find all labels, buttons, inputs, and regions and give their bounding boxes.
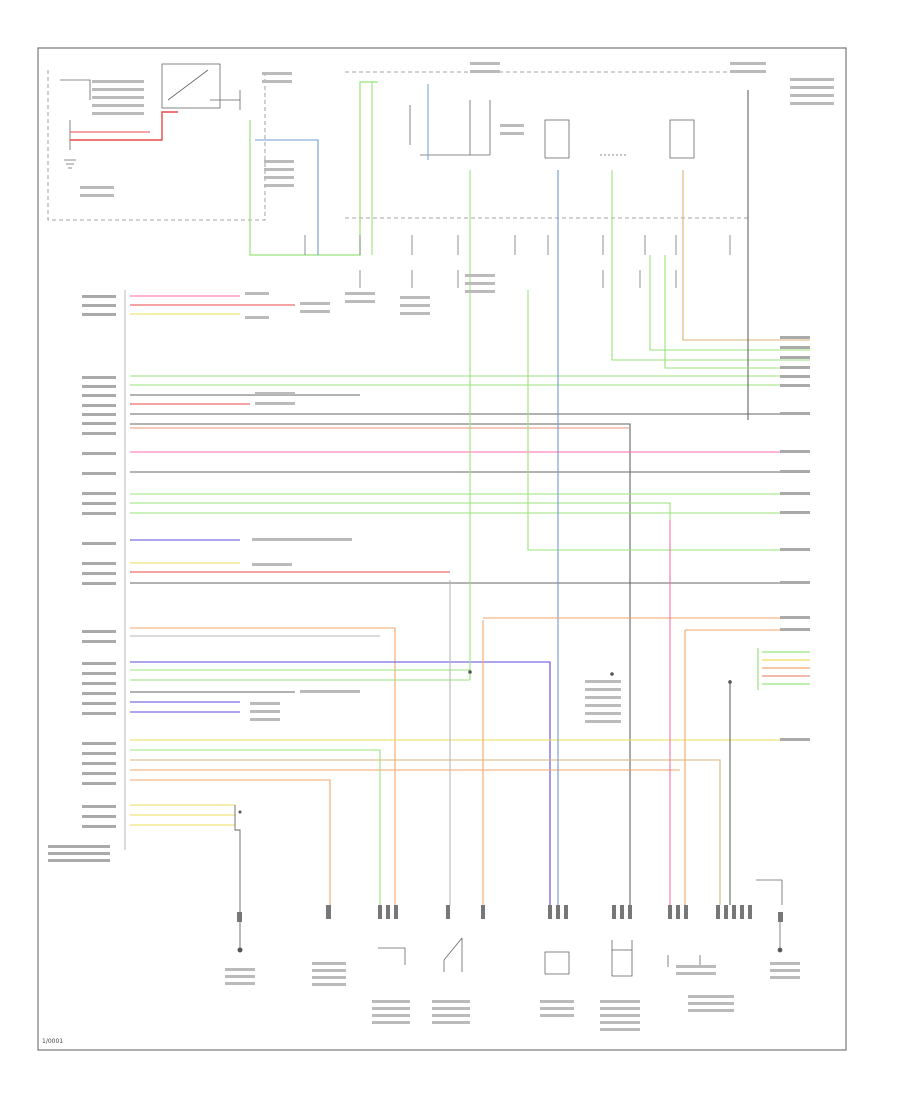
component-box-2 — [611, 949, 633, 977]
outer-frame — [37, 47, 847, 1051]
pcm-pin-labels — [48, 295, 116, 862]
vertical-feed-wires — [371, 82, 810, 905]
bottom-connector-pins — [237, 905, 783, 922]
bottom-components — [378, 879, 783, 977]
page-code: 1/0001 — [42, 1038, 64, 1045]
battery-feed-wire — [70, 111, 178, 141]
switch-symbol — [443, 937, 463, 972]
relay-box-1 — [544, 119, 570, 159]
power-distribution-box — [47, 63, 266, 221]
sensor-a-symbol — [378, 947, 406, 965]
junction-dots — [238, 670, 732, 814]
bottom-component-labels — [225, 962, 800, 1031]
ground-wire — [234, 805, 243, 953]
connector-stubs-row — [304, 235, 731, 288]
relay-box-2 — [669, 119, 695, 159]
component-box-1 — [544, 951, 570, 975]
blue-wire-top — [255, 139, 319, 255]
mid-labels — [80, 62, 834, 723]
relay-box-top — [345, 71, 748, 219]
right-edge-connector — [757, 648, 810, 690]
right-edge-pin-labels — [780, 336, 810, 741]
